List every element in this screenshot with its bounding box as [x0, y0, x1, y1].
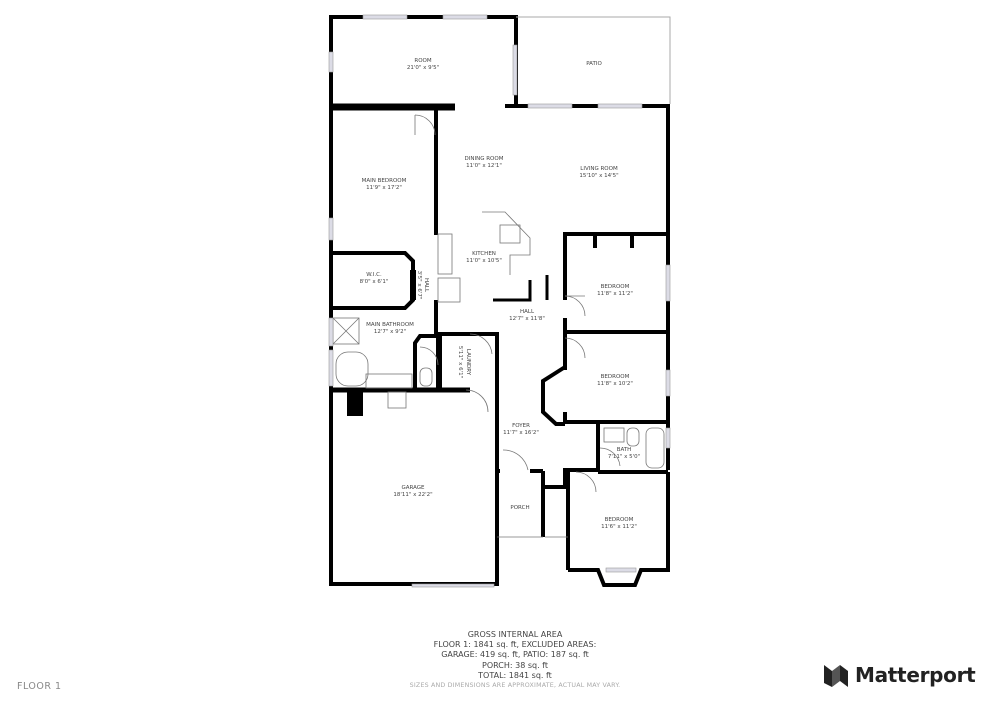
wic-size: 8'0" x 6'1": [360, 279, 389, 285]
kitchen-size: 11'0" x 10'5": [466, 258, 502, 264]
bath-name: BATH: [617, 447, 632, 453]
living-size: 15'10" x 14'5": [579, 173, 618, 179]
summary-line: GARAGE: 419 sq. ft, PATIO: 187 sq. ft: [441, 650, 589, 660]
laundry-size: 5'11" x 6'1": [457, 346, 463, 378]
main-bedroom-name: MAIN BEDROOM: [362, 178, 407, 184]
bedroom3-size: 11'6" x 11'2": [601, 524, 637, 530]
main-bathroom-name: MAIN BATHROOM: [366, 322, 414, 328]
hall-small-name: HALL: [423, 278, 429, 293]
bedroom1-name: BEDROOM: [601, 284, 630, 290]
main-bedroom-size: 11'9" x 17'2": [366, 185, 402, 191]
room-size: 21'0" x 9'5": [407, 65, 439, 71]
room-labels: ROOM 21'0" x 9'5" PATIO DINING ROOM 11'0…: [360, 58, 641, 530]
summary-title: GROSS INTERNAL AREA: [467, 630, 563, 639]
windows: [328, 14, 671, 588]
kitchen-name: KITCHEN: [472, 251, 496, 257]
living-name: LIVING ROOM: [580, 166, 618, 172]
room-name: ROOM: [414, 58, 431, 64]
bath-size: 7'11" x 5'0": [608, 454, 640, 460]
bedroom3-name: BEDROOM: [605, 517, 634, 523]
patio-name: PATIO: [586, 61, 602, 67]
bedroom2-size: 11'8" x 10'2": [597, 381, 633, 387]
hall-small-size: 3'5" x 6'7": [416, 271, 422, 300]
foyer-name: FOYER: [512, 423, 530, 429]
disclaimer: SIZES AND DIMENSIONS ARE APPROXIMATE, AC…: [409, 682, 621, 690]
walls: [329, 15, 671, 587]
hall-name: HALL: [520, 309, 535, 315]
dining-size: 11'0" x 12'1": [466, 163, 502, 169]
summary-line: PORCH: 38 sq. ft: [482, 660, 548, 670]
area-summary: GROSS INTERNAL AREA FLOOR 1: 1841 sq. ft…: [330, 630, 700, 691]
summary-line: FLOOR 1: 1841 sq. ft, EXCLUDED AREAS:: [433, 640, 597, 650]
foyer-size: 11'7" x 16'2": [503, 430, 539, 436]
bedroom1-size: 11'8" x 11'2": [597, 291, 633, 297]
matterport-logo-icon: [824, 665, 848, 687]
hall-size: 12'7" x 11'8": [509, 316, 545, 322]
porch-name: PORCH: [510, 505, 529, 511]
fixtures: [332, 114, 665, 538]
garage-name: GARAGE: [401, 485, 425, 491]
floor-label: FLOOR 1: [17, 681, 62, 692]
wic-name: W.I.C.: [366, 272, 382, 278]
brand-logo: Matterport: [823, 662, 976, 688]
brand-name: Matterport: [855, 663, 976, 687]
garage-size: 18'11" x 22'2": [393, 492, 432, 498]
summary-line: TOTAL: 1841 sq. ft: [478, 670, 552, 680]
main-bathroom-size: 12'7" x 9'2": [374, 329, 406, 335]
dining-name: DINING ROOM: [465, 156, 504, 162]
laundry-name: LAUNDRY: [465, 349, 471, 376]
bedroom2-name: BEDROOM: [601, 374, 630, 380]
